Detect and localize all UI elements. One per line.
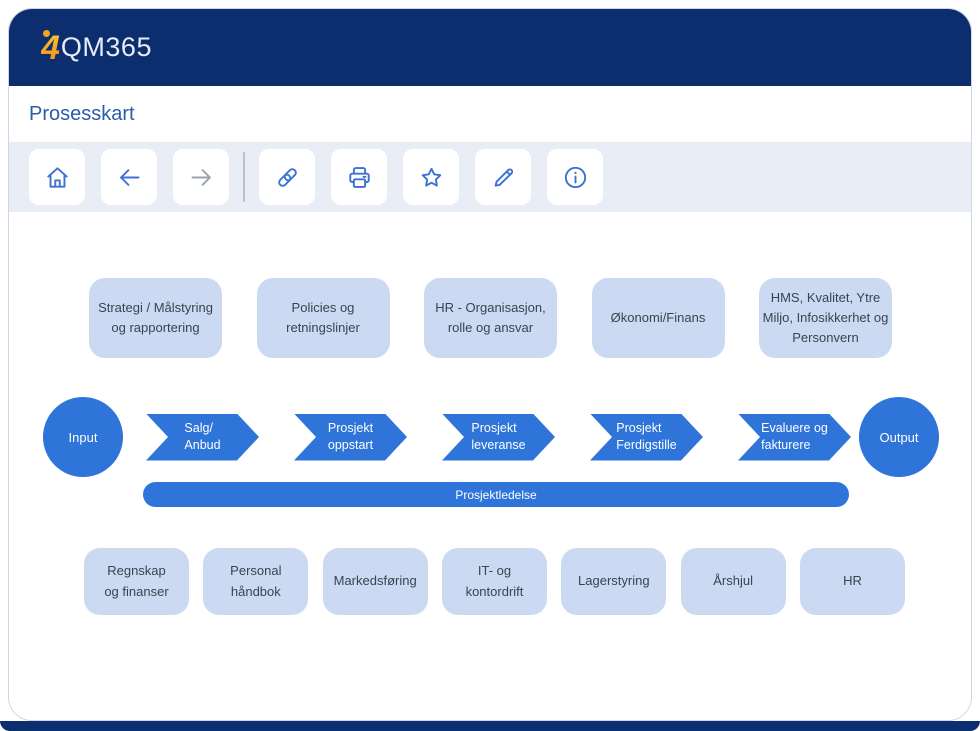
app-header: 4 QM365 — [9, 9, 971, 86]
process-box-it-kontordrift[interactable]: IT- og kontordrift — [441, 548, 547, 615]
logo-dot-icon — [43, 29, 50, 37]
flow-step-salg-anbud[interactable]: Salg/ Anbud — [146, 413, 259, 461]
process-box-hr[interactable]: HR — [799, 548, 905, 615]
toolbar-divider — [243, 152, 245, 202]
logo-text: QM365 — [60, 32, 152, 62]
edit-button[interactable] — [475, 149, 531, 205]
toolbar — [9, 142, 971, 212]
pencil-icon — [494, 168, 513, 187]
bottom-process-row: Regnskap og finanser Personal håndbok Ma… — [9, 548, 971, 615]
app-logo[interactable]: 4 QM365 — [41, 28, 152, 67]
process-box-arshjul[interactable]: Årshjul — [680, 548, 786, 615]
printer-icon — [348, 166, 370, 188]
process-box-regnskap[interactable]: Regnskap og finanser — [84, 548, 189, 615]
link-button[interactable] — [259, 149, 315, 205]
info-icon — [564, 166, 586, 188]
print-button[interactable] — [331, 149, 387, 205]
flow-step-evaluere-fakturere[interactable]: Evaluere og fakturere — [738, 413, 851, 461]
logo-4-icon: 4 — [41, 28, 60, 67]
flow-step-prosjekt-ferdigstille[interactable]: Prosjekt Ferdigstille — [590, 413, 703, 461]
home-icon — [46, 166, 68, 188]
process-box-hr-organisasjon[interactable]: HR - Organisasjon, rolle og ansvar — [424, 278, 557, 358]
app-window: 4 QM365 Prosesskart — [8, 8, 972, 721]
flow-steps: Salg/ Anbud Prosjekt oppstart Prosjekt l… — [146, 413, 851, 461]
page-title: Prosesskart — [29, 102, 135, 125]
home-button[interactable] — [29, 149, 85, 205]
prosjektledelse-band[interactable]: Prosjektledelse — [143, 482, 849, 507]
input-node[interactable]: Input — [43, 397, 123, 477]
title-bar: Prosesskart — [9, 86, 971, 142]
main-process-flow: Input Salg/ Anbud Prosjekt oppstart Pros… — [9, 397, 971, 477]
output-node[interactable]: Output — [859, 397, 939, 477]
flow-step-prosjekt-oppstart[interactable]: Prosjekt oppstart — [294, 413, 407, 461]
arrow-left-icon — [119, 168, 139, 186]
star-icon — [421, 167, 441, 187]
process-box-personalhandbok[interactable]: Personal håndbok — [203, 548, 309, 615]
back-button[interactable] — [101, 149, 157, 205]
info-button[interactable] — [547, 149, 603, 205]
arrow-right-icon — [191, 168, 211, 186]
process-box-lagerstyring[interactable]: Lagerstyring — [561, 548, 667, 615]
process-box-strategi[interactable]: Strategi / Målstyring og rapportering — [89, 278, 222, 358]
process-box-policies[interactable]: Policies og retningslinjer — [256, 278, 390, 358]
forward-button[interactable] — [173, 149, 229, 205]
favorite-button[interactable] — [403, 149, 459, 205]
link-icon — [277, 167, 297, 187]
top-process-row: Strategi / Målstyring og rapportering Po… — [9, 278, 971, 358]
flow-step-prosjekt-leveranse[interactable]: Prosjekt leveranse — [442, 413, 555, 461]
process-box-markedsforing[interactable]: Markedsføring — [322, 548, 428, 615]
process-map: Strategi / Målstyring og rapportering Po… — [9, 278, 971, 720]
process-box-hms[interactable]: HMS, Kvalitet, Ytre Miljo, Infosikkerhet… — [759, 278, 892, 358]
process-box-okonomi[interactable]: Økonomi/Finans — [591, 278, 725, 358]
footer-bar — [0, 721, 980, 731]
